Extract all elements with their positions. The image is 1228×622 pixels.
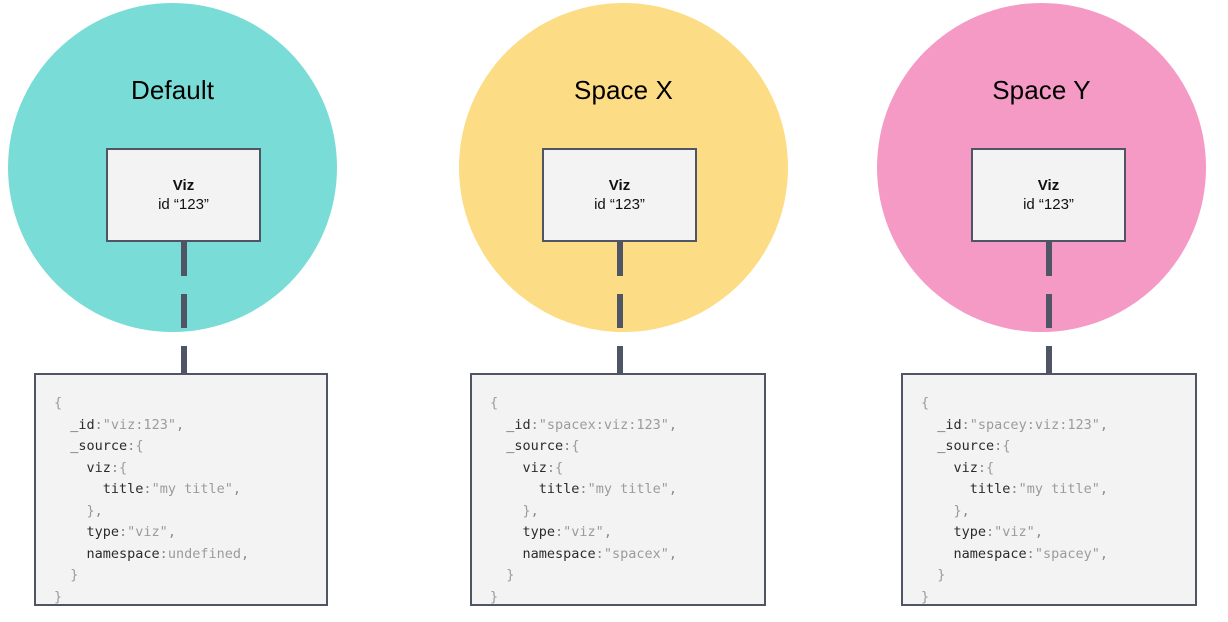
space-circle-spacex: Space X [459,3,788,332]
viz-node-default[interactable]: Viz id “123” [106,148,261,242]
panel-spacex: Space X Viz id “123” { _id:"spacex:viz:1… [429,0,829,622]
document-code-block-spacey: { _id:"spacey:viz:123", _source:{ viz:{ … [901,373,1197,606]
dashed-connector [181,242,187,376]
document-code-block-spacex: { _id:"spacex:viz:123", _source:{ viz:{ … [470,373,766,606]
document-json: { _id:"spacey:viz:123", _source:{ viz:{ … [921,395,1108,605]
space-title: Default [130,75,215,105]
viz-node-type-label: Viz [1037,176,1060,194]
dashed-connector [617,242,623,376]
viz-node-spacex[interactable]: Viz id “123” [542,148,697,242]
document-code-block-default: { _id:"viz:123", _source:{ viz:{ title:"… [34,373,328,606]
panel-default: Default Viz id “123” { _id:"viz:123", _s… [0,0,410,622]
document-json: { _id:"viz:123", _source:{ viz:{ title:"… [54,395,250,605]
space-title: Space Y [992,75,1091,105]
panel-spacey: Space Y Viz id “123” { _id:"spacey:viz:1… [860,0,1228,622]
viz-node-type-label: Viz [172,176,195,194]
viz-node-id-label: id “123” [1023,195,1074,213]
document-json: { _id:"spacex:viz:123", _source:{ viz:{ … [490,395,677,605]
viz-node-id-label: id “123” [594,195,645,213]
dashed-connector [1046,242,1052,376]
space-title: Space X [574,75,673,105]
viz-node-type-label: Viz [608,176,631,194]
viz-node-id-label: id “123” [158,195,209,213]
viz-node-spacey[interactable]: Viz id “123” [971,148,1126,242]
